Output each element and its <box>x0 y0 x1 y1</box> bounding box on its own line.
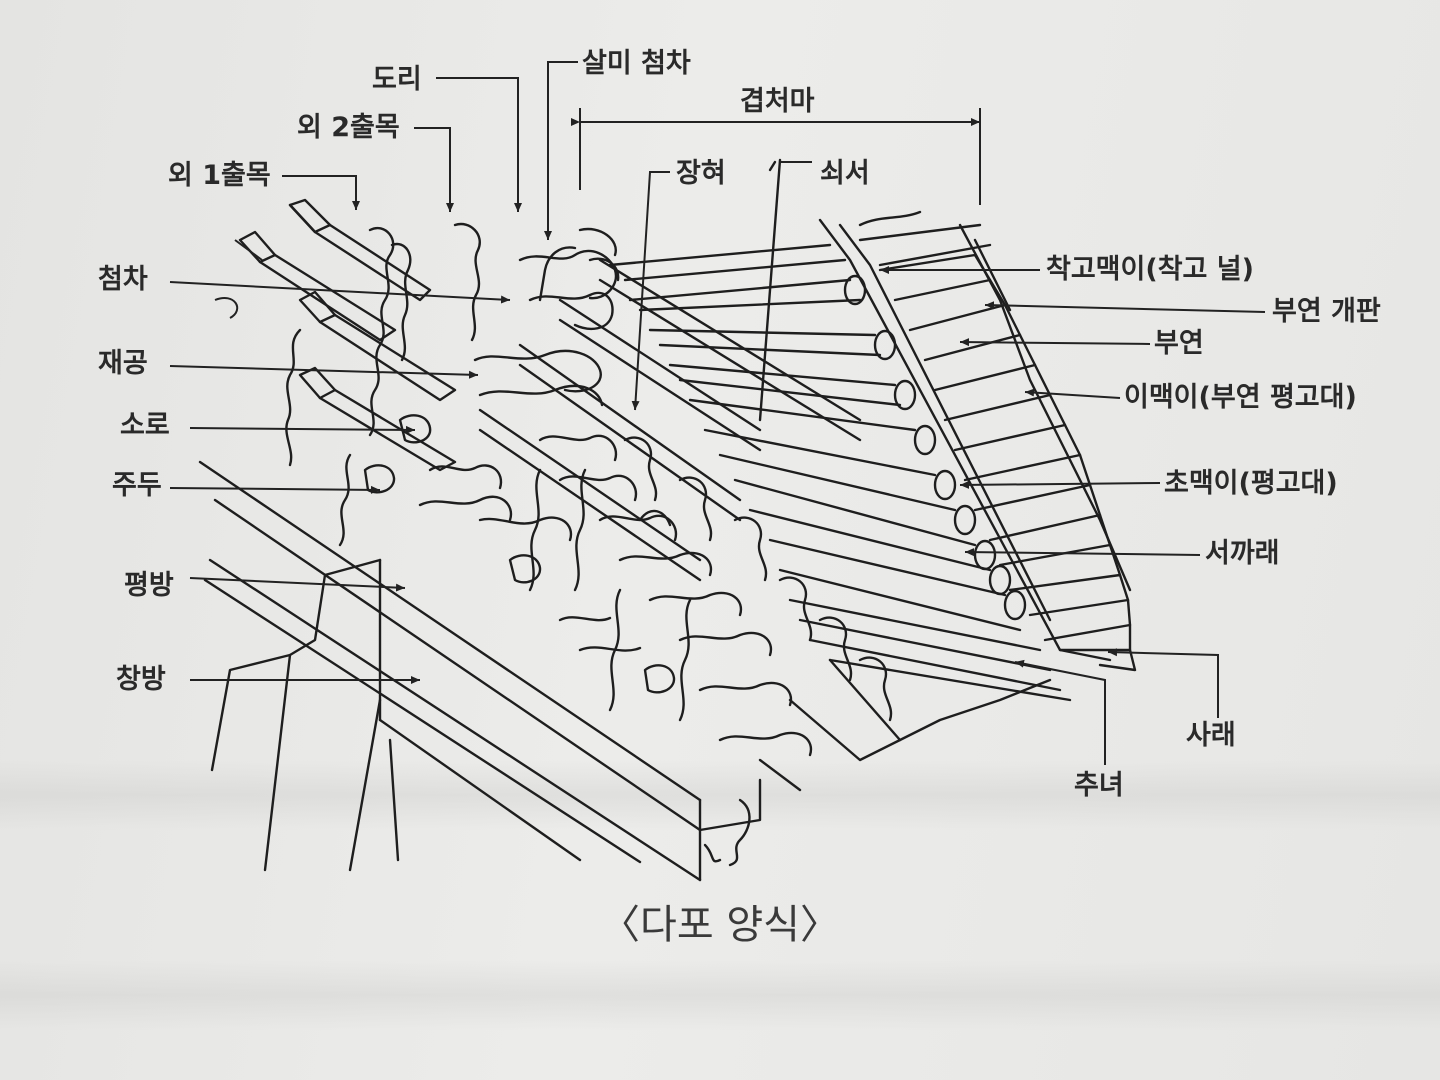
leader-lines <box>169 61 1266 765</box>
leader-cheomcha <box>169 281 511 304</box>
label-imaegi: 이맥이(부연 평고대) <box>1124 382 1357 413</box>
label-sarae: 사래 <box>1186 720 1236 751</box>
label-janghyeo: 장혀 <box>676 158 726 189</box>
label-oe-2chulmok: 외 2출목 <box>297 112 400 143</box>
leader-imaegi <box>1024 388 1121 399</box>
soeseo-spine <box>638 158 782 527</box>
leader-jaegong <box>169 365 479 379</box>
label-seokkarae: 서까래 <box>1205 538 1280 569</box>
label-changbang: 창방 <box>116 664 166 695</box>
leader-seokkarae <box>964 548 1201 557</box>
label-chunyeo: 추녀 <box>1074 770 1124 801</box>
label-soro: 소로 <box>120 410 170 441</box>
label-gyeopcheoma: 겹처마 <box>740 86 815 117</box>
leader-salmi <box>544 61 578 240</box>
label-dori: 도리 <box>372 64 422 95</box>
label-oe-1chulmok: 외 1출목 <box>168 160 271 191</box>
label-chomaegi: 초맥이(평고대) <box>1164 468 1338 499</box>
leader-judu <box>169 485 381 494</box>
leader-chomaegi <box>959 480 1161 489</box>
label-soeseo: 쇠서 <box>820 158 870 189</box>
figure-caption: 〈다포 양식〉 <box>600 902 840 948</box>
label-pyeongbang: 평방 <box>124 570 174 601</box>
rafters <box>608 210 1137 792</box>
leader-oe1 <box>282 175 360 210</box>
leader-sarae <box>1107 648 1219 718</box>
label-buyeon-gaepan: 부연 개판 <box>1272 296 1381 327</box>
bracket-cluster <box>238 198 893 867</box>
label-salmi-cheomcha: 살미 첨차 <box>582 48 691 79</box>
leader-janghyeo <box>631 171 670 411</box>
leader-dori <box>436 77 522 212</box>
bleed-through-band <box>0 960 1440 1030</box>
label-cheomcha: 첨차 <box>98 264 148 295</box>
leader-buyeon-gaepan <box>984 301 1266 313</box>
lower-beams <box>198 460 762 882</box>
bleed-through-band <box>0 760 1440 830</box>
label-jaegong: 재공 <box>98 348 148 379</box>
label-judu: 주두 <box>112 470 162 501</box>
leader-soro <box>189 425 416 434</box>
leader-pyeongbang <box>189 577 406 592</box>
label-chakgo: 착고맥이(착고 널) <box>1046 254 1254 285</box>
leader-chunyeo <box>1014 659 1106 765</box>
leader-buyeon <box>959 338 1151 347</box>
leader-oe2 <box>414 127 454 212</box>
label-buyeon: 부연 <box>1154 328 1204 359</box>
